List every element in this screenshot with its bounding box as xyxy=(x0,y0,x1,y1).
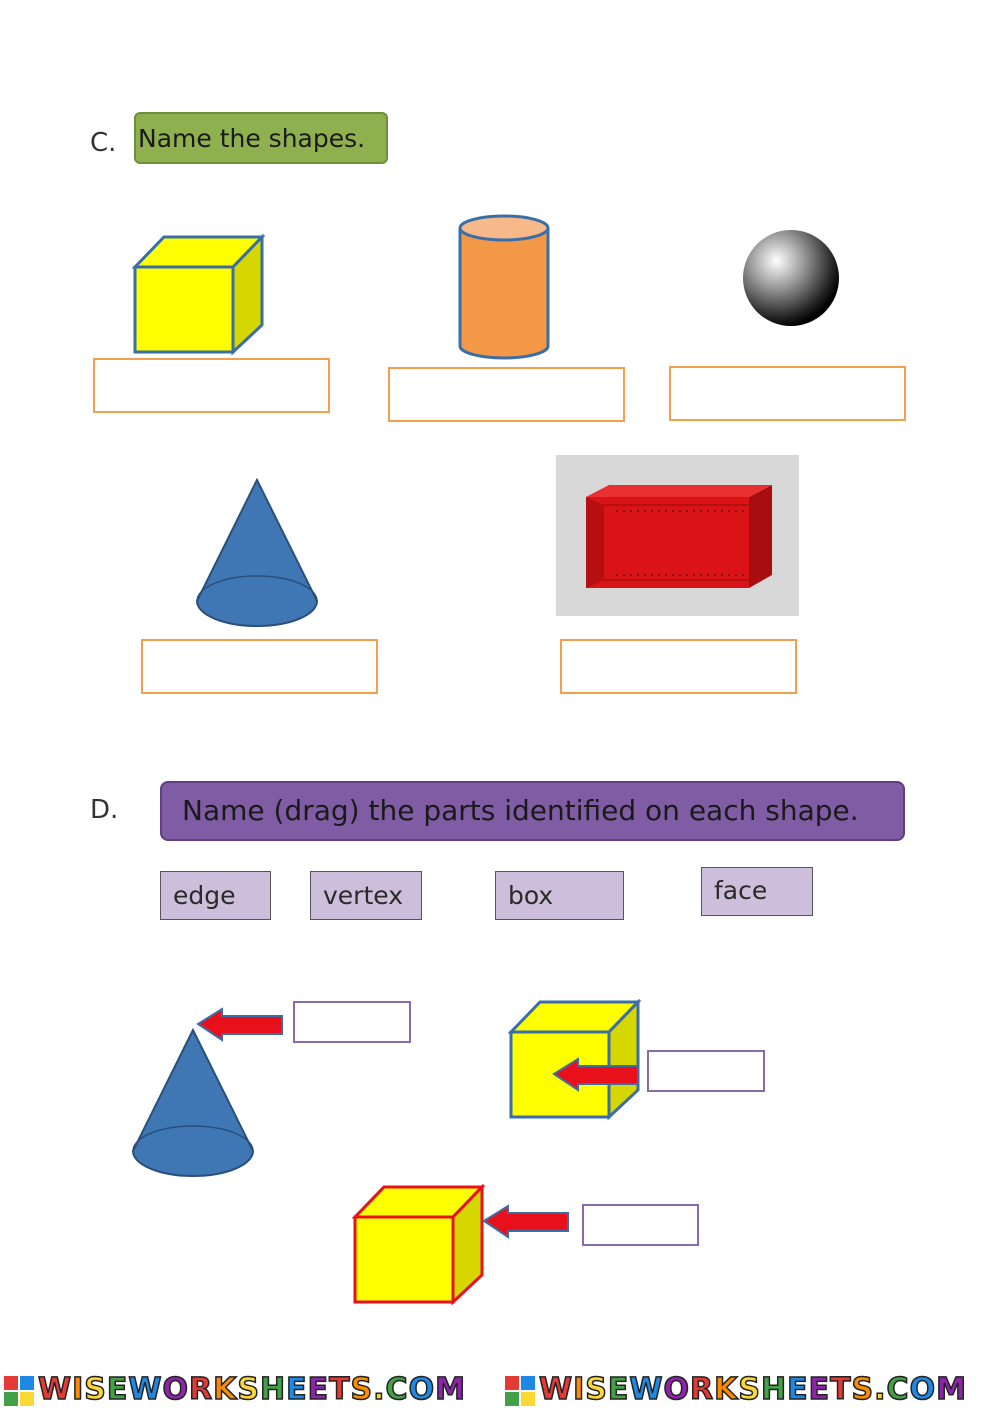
arrow-left-icon xyxy=(552,1057,639,1092)
watermark-letter: O xyxy=(663,1372,690,1408)
logo-icon xyxy=(505,1375,535,1406)
watermark-letter: S xyxy=(350,1372,374,1408)
watermark-letter: I xyxy=(71,1372,85,1408)
watermark-letter: C xyxy=(385,1372,409,1408)
watermark-letter: O xyxy=(162,1372,189,1408)
watermark-letter: R xyxy=(188,1372,214,1408)
word-chip-edge[interactable]: edge xyxy=(160,871,271,920)
watermark-letter: H xyxy=(760,1372,788,1408)
word-chip-vertex[interactable]: vertex xyxy=(310,871,422,920)
watermark-letter: W xyxy=(128,1372,163,1408)
answer-box-prism[interactable] xyxy=(560,639,797,694)
watermark-letter: O xyxy=(909,1372,937,1408)
logo-icon xyxy=(4,1375,34,1406)
watermark-letter: K xyxy=(212,1372,238,1408)
cone-icon xyxy=(195,477,319,627)
watermark-right: WISEWORKSHEETS.COM xyxy=(505,1372,967,1408)
watermark-letter: K xyxy=(713,1372,739,1408)
arrow-left-icon xyxy=(196,1007,283,1042)
arrow-left-icon xyxy=(482,1204,569,1239)
watermark-letter: E xyxy=(786,1372,809,1408)
answer-box-edge[interactable] xyxy=(582,1204,699,1246)
watermark-letter: S xyxy=(738,1372,761,1408)
word-chip-box[interactable]: box xyxy=(495,871,624,920)
answer-box-cone[interactable] xyxy=(141,639,378,694)
section-d-title: Name (drag) the parts identified on each… xyxy=(160,781,905,841)
cylinder-icon xyxy=(458,214,550,360)
watermark-letter: S xyxy=(84,1372,107,1408)
answer-box-cylinder[interactable] xyxy=(388,367,625,422)
watermark-letter: M xyxy=(935,1372,967,1408)
watermark-letter: S xyxy=(237,1372,260,1408)
answer-box-face[interactable] xyxy=(647,1050,765,1092)
watermark-letter: . xyxy=(372,1372,386,1408)
watermark-left: WISEWORKSHEETS.COM xyxy=(4,1372,466,1408)
section-c-title: Name the shapes. xyxy=(134,112,388,164)
watermark-letter: R xyxy=(689,1372,715,1408)
sphere-icon xyxy=(743,230,839,326)
watermark-letter: I xyxy=(572,1372,586,1408)
cube-icon xyxy=(132,234,266,356)
watermark-letter: E xyxy=(307,1372,330,1408)
watermark-letter: W xyxy=(538,1372,574,1408)
watermark-letter: T xyxy=(328,1372,351,1408)
answer-box-sphere[interactable] xyxy=(669,366,906,421)
cone-icon xyxy=(131,1027,255,1177)
rectangular-prism-image xyxy=(556,455,799,616)
section-d-letter: D. xyxy=(90,795,119,825)
watermark-letter: . xyxy=(873,1372,887,1408)
answer-box-cube[interactable] xyxy=(93,358,330,413)
watermark-letter: C xyxy=(886,1372,910,1408)
cube-icon xyxy=(352,1184,486,1306)
rectangular-prism-icon xyxy=(586,485,772,588)
watermark-letter: E xyxy=(285,1372,308,1408)
watermark-letter: S xyxy=(585,1372,608,1408)
section-c-letter: C. xyxy=(90,128,117,158)
watermark-letter: E xyxy=(106,1372,129,1408)
answer-box-vertex[interactable] xyxy=(293,1001,411,1043)
watermark-text: WISEWORKSHEETS.COM xyxy=(37,1372,466,1408)
watermark-letter: O xyxy=(408,1372,436,1408)
watermark-letter: M xyxy=(434,1372,466,1408)
watermark-letter: W xyxy=(37,1372,73,1408)
watermark-letter: W xyxy=(629,1372,664,1408)
watermark-letter: H xyxy=(259,1372,287,1408)
word-chip-face[interactable]: face xyxy=(701,867,813,916)
watermark-text: WISEWORKSHEETS.COM xyxy=(538,1372,967,1408)
watermark-letter: T xyxy=(829,1372,852,1408)
watermark-letter: E xyxy=(607,1372,630,1408)
watermark-letter: E xyxy=(808,1372,831,1408)
watermark-letter: S xyxy=(851,1372,875,1408)
